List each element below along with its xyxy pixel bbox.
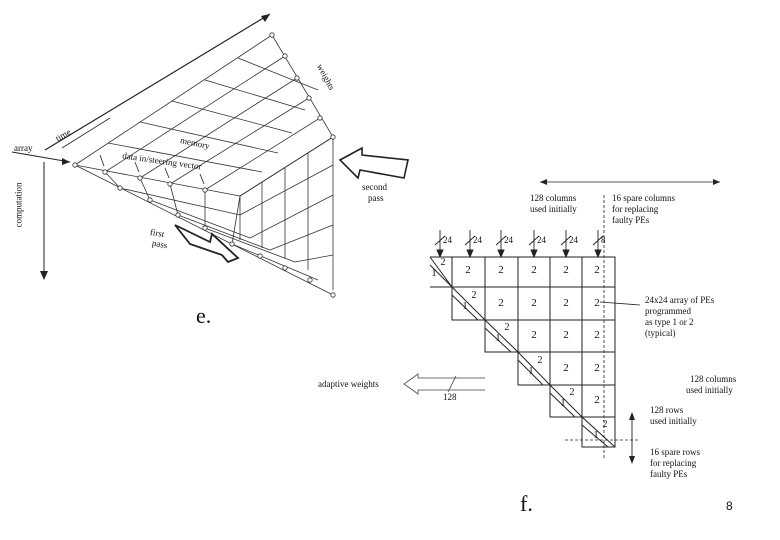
second-pass-label-1: second	[362, 182, 387, 192]
input-arrows	[434, 230, 604, 259]
input-label-5: 24	[569, 235, 578, 245]
pe-cell: 2	[531, 264, 537, 276]
rows-note-2: used initially	[650, 416, 697, 426]
output-count-label: 128	[443, 392, 457, 402]
pe-cell: 2	[563, 297, 569, 309]
diag-cell-upper: 2	[440, 257, 446, 268]
pe-cell: 2	[594, 297, 600, 309]
adaptive-weights-label: adaptive weights	[318, 379, 379, 389]
computation-axis-arrowhead	[40, 271, 48, 280]
input-label-3: 24	[504, 235, 513, 245]
top-right-note-2: for replacing	[612, 204, 659, 214]
pe-cell: 2	[563, 362, 569, 374]
spare-dividers	[565, 195, 640, 460]
diag-cell-upper: 2	[569, 387, 575, 398]
figure-e-label: e.	[196, 303, 212, 328]
pe-cell: 2	[563, 329, 569, 341]
diag-cell-upper: 2	[471, 290, 477, 301]
first-pass-arrow	[174, 224, 240, 264]
array-note-4: (typical)	[645, 328, 676, 338]
diag-cell-upper: 2	[537, 355, 543, 366]
pe-cell: 2	[498, 264, 504, 276]
top-left-note-1: 128 columns	[530, 193, 577, 203]
pe-cell: 2	[498, 297, 504, 309]
pe-cell: 2	[563, 264, 569, 276]
diag-cell-lower: 1	[462, 301, 468, 312]
array-note-1: 24x24 array of PEs	[645, 295, 715, 305]
pe-cell: 2	[531, 297, 537, 309]
array-nodes	[72, 32, 336, 298]
input-label-1: 24	[443, 235, 452, 245]
time-label-arrow	[61, 117, 111, 149]
pe-cell: 2	[594, 394, 600, 406]
array-note-3: as type 1 or 2	[645, 317, 694, 327]
pe-triangle-grid	[429, 256, 616, 448]
pe-cell: 2	[594, 264, 600, 276]
array-axis	[11, 151, 71, 163]
array-label: array	[14, 143, 33, 153]
input-label-4: 24	[537, 235, 546, 245]
input-label-6: 8	[601, 235, 606, 245]
side-face-grid	[239, 136, 334, 290]
array-axis-arrowhead	[62, 158, 70, 165]
spare-rows-note-3: faulty PEs	[650, 469, 688, 479]
input-label-2: 24	[473, 235, 482, 245]
page-number: 8	[726, 499, 733, 513]
cols-note-1: 128 columns	[690, 374, 737, 384]
diag-cell-lower: 1	[495, 333, 501, 344]
figure-f-label: f.	[520, 491, 533, 516]
diag-cell-upper: 2	[602, 419, 608, 430]
second-pass-arrow	[338, 146, 409, 180]
data-input-arrows	[99, 154, 205, 185]
array-note-2: programmed	[645, 306, 691, 316]
pe-cell: 2	[531, 329, 537, 341]
diag-cell-lower: 1	[593, 430, 599, 441]
time-axis	[44, 13, 271, 151]
pe-cell: 2	[594, 329, 600, 341]
top-left-note-2: used initially	[530, 204, 577, 214]
time-axis-arrowhead	[261, 14, 270, 22]
array-note-pointer	[599, 301, 641, 306]
output-arrow	[403, 373, 485, 395]
rows-note-1: 128 rows	[650, 405, 684, 415]
diag-cell-upper: 2	[504, 322, 510, 333]
top-right-note-1: 16 spare columns	[612, 193, 675, 203]
second-pass-label-2: pass	[368, 193, 384, 203]
diag-cell-lower: 1	[528, 366, 534, 377]
diag-cell-lower: 1	[560, 398, 566, 409]
cols-note-2: used initially	[686, 385, 733, 395]
spare-rows-note-1: 16 spare rows	[650, 447, 700, 457]
pe-cell: 2	[594, 362, 600, 374]
spare-rows-note-2: for replacing	[650, 458, 697, 468]
top-right-note-3: faulty PEs	[612, 215, 650, 225]
pe-cell: 2	[465, 264, 471, 276]
diag-cell-lower: 1	[431, 268, 437, 279]
